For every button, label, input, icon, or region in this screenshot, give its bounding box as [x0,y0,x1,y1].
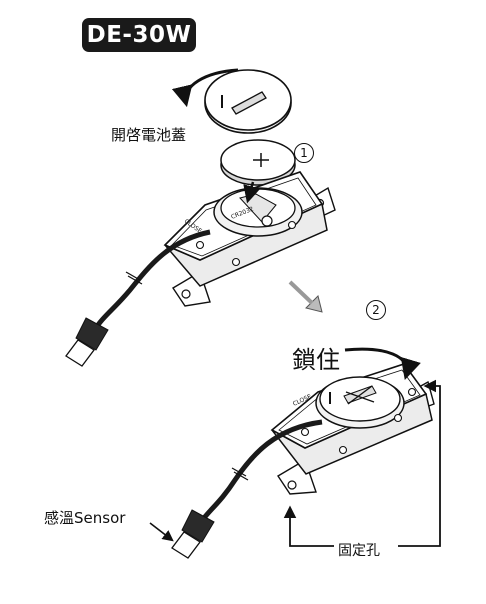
fixing-hole-indicators [283,379,441,547]
rotate-open-arrow [171,68,239,108]
device-open: CR2032 CLOSE [163,171,336,307]
rotate-lock-arrow [344,347,421,381]
sensor-pointer-arrow [149,522,174,542]
sensor-cable-upper [65,229,211,367]
sensor-cable-lower [171,419,323,559]
next-step-arrow [288,280,323,313]
open-cover-label: 開啓電池蓋 [111,126,187,144]
step-number-1: 1 [294,143,314,163]
lock-label: 鎖住 [292,346,340,374]
fixing-hole-label: 固定孔 [338,543,380,559]
battery-cell [220,139,296,186]
temp-sensor-label: 感溫Sensor [44,509,126,527]
battery-cover-removed [204,69,292,134]
model-badge: DE-30W [82,18,196,52]
step-number-2: 2 [366,300,386,320]
